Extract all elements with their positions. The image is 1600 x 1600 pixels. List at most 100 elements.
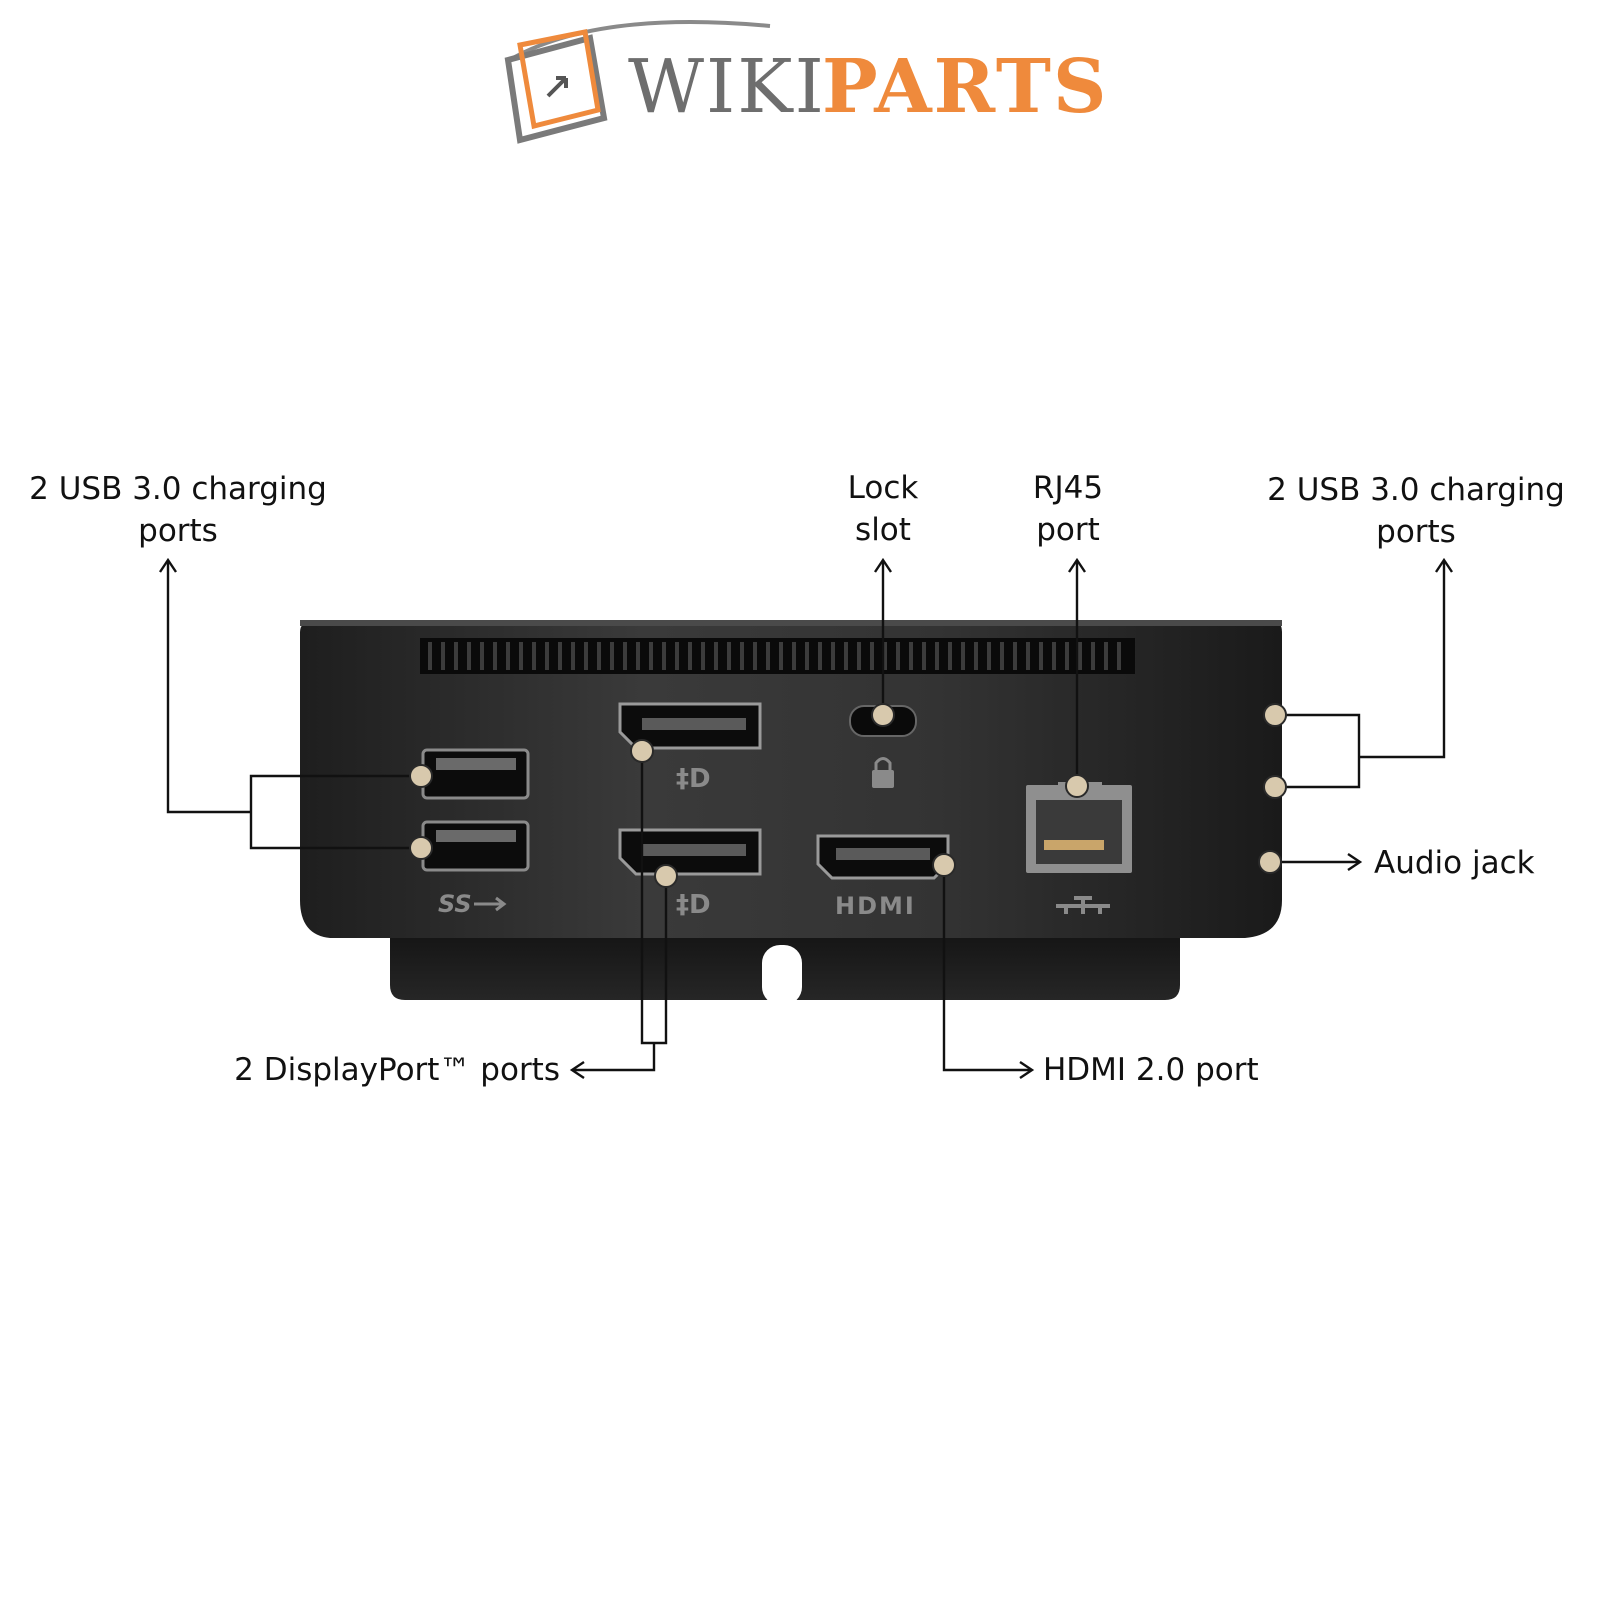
vent-slat [1078, 642, 1082, 670]
hdmi-marking: HDMI [835, 892, 916, 920]
logo-icon [504, 20, 771, 144]
vent-slat [506, 642, 510, 670]
vent-slat [545, 642, 549, 670]
hdmi-port [816, 834, 950, 880]
network-icon [1056, 896, 1110, 914]
vent-slat [948, 642, 952, 670]
arrow-displayport [569, 1061, 585, 1079]
usb-ss-marking: SS [438, 890, 472, 918]
callout-lock-line2: slot [855, 512, 911, 548]
arrow-hdmi [1019, 1061, 1035, 1079]
callout-usb-left-line1: 2 USB 3.0 charging [29, 471, 327, 507]
vent-slat [857, 642, 861, 670]
marker-audio [1258, 850, 1282, 874]
marker-usb-left-top [409, 764, 433, 788]
leader-hdmi [942, 865, 1030, 1072]
vent-slat [1052, 642, 1056, 670]
leader-usb-left [166, 562, 421, 850]
arrow-lock [874, 557, 892, 573]
docking-station: SS ‡D ‡D HDMI [300, 620, 1282, 1005]
callout-displayport: 2 DisplayPort™ ports [234, 1052, 560, 1088]
vent-slat [818, 642, 822, 670]
callout-usb-right-line2: ports [1376, 514, 1456, 550]
marker-lock [871, 703, 895, 727]
displayport-top-icon: ‡D [676, 764, 711, 794]
usb-port-top-left [421, 748, 530, 800]
vent-slat [636, 642, 640, 670]
rj45-port [1026, 782, 1132, 873]
vent-slat [558, 642, 562, 670]
vent-slat [1013, 642, 1017, 670]
cable-notch [762, 945, 802, 1005]
marker-displayport-top [630, 739, 654, 763]
logo-text-wiki: WIKI [628, 44, 826, 130]
vent-slat [597, 642, 601, 670]
vent-slat [467, 642, 471, 670]
vent-slat [1026, 642, 1030, 670]
lock-icon [872, 757, 894, 788]
marker-usb-right-bottom [1263, 775, 1287, 799]
vent-slat [428, 642, 432, 670]
usb-trident-icon [474, 896, 507, 912]
arrow-audio [1347, 853, 1363, 871]
vent-grille [420, 638, 1135, 674]
vent-slat [1091, 642, 1095, 670]
vent-slat [701, 642, 705, 670]
vent-slat [454, 642, 458, 670]
arrow-rj45 [1068, 557, 1086, 573]
vent-slat [1000, 642, 1004, 670]
vent-slat [987, 642, 991, 670]
displayport-top [618, 702, 762, 750]
vent-slat [844, 642, 848, 670]
body-top-edge [300, 620, 1282, 626]
callout-labels: 2 USB 3.0 charging ports Lock slot RJ45 … [29, 470, 1565, 1088]
callout-hdmi: HDMI 2.0 port [1043, 1052, 1259, 1088]
displayport-bottom-icon: ‡D [676, 890, 711, 920]
callout-rj45-line2: port [1036, 512, 1100, 548]
displayport-bottom [618, 828, 762, 876]
vent-slat [792, 642, 796, 670]
marker-usb-right-top [1263, 703, 1287, 727]
leader-lines [159, 557, 1453, 1079]
vent-slat [766, 642, 770, 670]
vent-slat [1117, 642, 1121, 670]
vent-slat [753, 642, 757, 670]
vent-slat [1104, 642, 1108, 670]
vent-slat [870, 642, 874, 670]
marker-hdmi [932, 853, 956, 877]
vent-slat [675, 642, 679, 670]
vent-slat [831, 642, 835, 670]
callout-lock-line1: Lock [848, 470, 919, 506]
vent-slat [883, 642, 887, 670]
arrow-usb-left [159, 557, 177, 573]
vent-slat [571, 642, 575, 670]
vent-slat [688, 642, 692, 670]
vent-slat [922, 642, 926, 670]
vent-slat [519, 642, 523, 670]
vent-slat [961, 642, 965, 670]
marker-dots [409, 703, 1287, 888]
vent-slat [1039, 642, 1043, 670]
vent-slat [662, 642, 666, 670]
vent-slat [896, 642, 900, 670]
vent-slat [584, 642, 588, 670]
vent-slat [610, 642, 614, 670]
callout-rj45-line1: RJ45 [1033, 470, 1103, 506]
vent-slat [649, 642, 653, 670]
vent-slat [1065, 642, 1069, 670]
marker-rj45 [1065, 774, 1089, 798]
logo-text-parts: PARTS [822, 44, 1108, 130]
vent-slat [441, 642, 445, 670]
callout-usb-right-line1: 2 USB 3.0 charging [1267, 472, 1565, 508]
callout-usb-left-line2: ports [138, 513, 218, 549]
vent-slat [805, 642, 809, 670]
marker-displayport-bottom [654, 864, 678, 888]
vent-slat [493, 642, 497, 670]
callout-audio: Audio jack [1374, 845, 1535, 881]
vent-slat [532, 642, 536, 670]
vent-slat [727, 642, 731, 670]
vent-slat [779, 642, 783, 670]
leader-displayport [574, 751, 668, 1072]
vent-slat [909, 642, 913, 670]
